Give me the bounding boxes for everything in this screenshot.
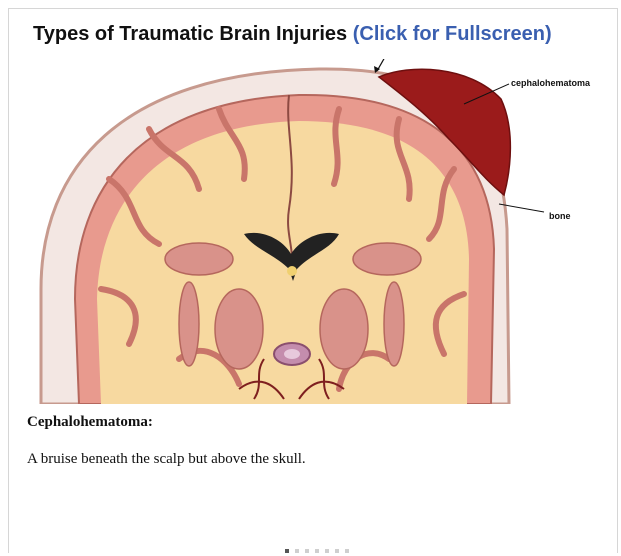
caption-title: Cephalohematoma: xyxy=(27,414,153,431)
carousel-dot[interactable] xyxy=(335,549,339,553)
fullscreen-link[interactable]: (Click for Fullscreen) xyxy=(353,23,552,45)
brain-cross-section-illustration: cephalohematoma bone xyxy=(39,59,621,404)
carousel-dot[interactable] xyxy=(315,549,319,553)
slide-header: Types of Traumatic Brain Injuries (Click… xyxy=(33,23,552,46)
carousel-dot[interactable] xyxy=(295,549,299,553)
cephalohematoma-label: cephalohematoma xyxy=(511,78,591,88)
caption-text: A bruise beneath the scalp but above the… xyxy=(27,451,306,468)
carousel-dot[interactable] xyxy=(285,549,289,553)
bone-label: bone xyxy=(549,211,571,221)
carousel-dots xyxy=(285,549,349,553)
carousel-dot[interactable] xyxy=(305,549,309,553)
carousel-dot[interactable] xyxy=(325,549,329,553)
slideshow-card: Types of Traumatic Brain Injuries (Click… xyxy=(8,8,618,553)
page-title: Types of Traumatic Brain Injuries xyxy=(33,23,347,45)
carousel-dot[interactable] xyxy=(345,549,349,553)
